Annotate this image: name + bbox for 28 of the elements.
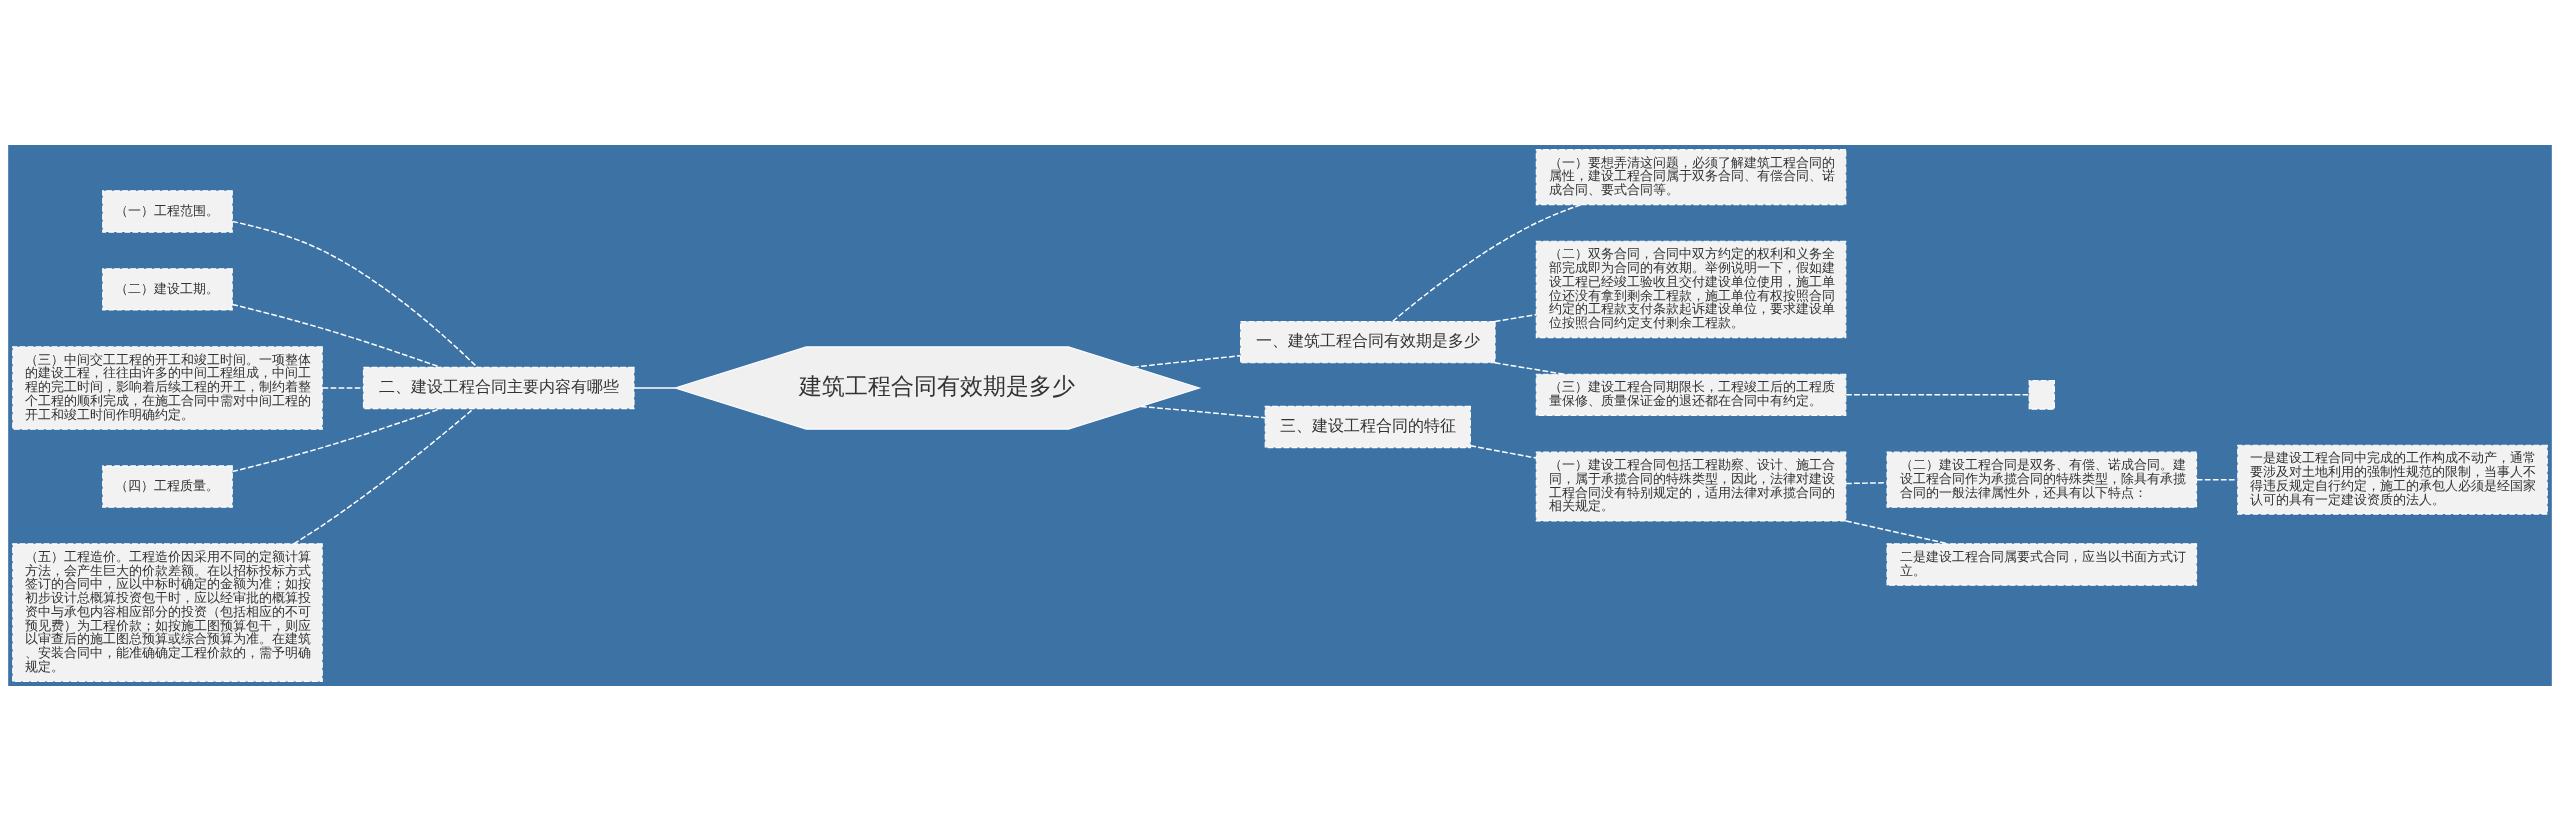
node-box: （一）要想弄清这问题，必须了解建筑工程合同的属性，建设工程合同属于双务合同、有偿合同、诺成合同、要式合同等。	[1535, 148, 1847, 205]
node-box: （二）建设工程合同是双务、有偿、诺成合同。建设工程合同作为承揽合同的特殊类型，除具有承揽合同的一般法律属性外，还具有以下特点：	[1886, 451, 2198, 508]
connector	[1392, 203, 1582, 322]
connector	[231, 220, 478, 368]
node-box: （五）工程造价。工程造价因采用不同的定额计算方法，会产生巨大的价款差额。在以招标投标方式签订的合同中，应以中标时确定的金额为准；如按初步设计总概算投资包干时，应以经审批的概算投资中与承包内容相应部分的投资（包括相应的不可预见费）为工程价款；如按施工图预算包干，则应以审查后的施工图总预算或综合预算为准。在建筑、安装合同中，能准确确定工程价款的，需予明确规定。	[12, 542, 323, 682]
node-box: （二）双务合同，合同中双方约定的权利和义务全部完成即为合同的有效期。举例说明一下，假如建设工程已经竣工验收且交付建设单位使用，施工单位还没有拿到剩余工程款，施工单位有权按照合同约定的工程款支付条款起诉建设单位，要求建设单位按照合同约定支付剩余工程款。	[1535, 240, 1847, 338]
node-box: 二、建设工程合同主要内容有哪些	[362, 366, 635, 409]
connector	[1469, 444, 1537, 459]
connector	[1845, 393, 2030, 396]
connector	[1845, 481, 1888, 484]
node-box	[2028, 379, 2055, 410]
connector	[1132, 354, 1242, 368]
connector	[1494, 361, 1565, 375]
connector	[1140, 405, 1266, 418]
connector	[292, 407, 475, 545]
node-box: （二）建设工期。	[102, 267, 233, 311]
node-box: 一是建设工程合同中完成的工作构成不动产，通常要涉及对土地利用的强制性规范的限制，当事人不得违反规定自行约定，施工的承包人必须是经国家认可的具有一定建设资质的法人。	[2237, 444, 2548, 515]
node-box: 二是建设工程合同属要式合同，应当以书面方式订立。	[1886, 542, 2198, 586]
node-box: （四）工程质量。	[102, 464, 233, 508]
connector	[1494, 313, 1537, 322]
node-box: （一）工程范围。	[102, 189, 233, 233]
node-box: 一、建筑工程合同有效期是多少	[1240, 320, 1496, 363]
connector	[1845, 519, 1949, 545]
node-box: （三）中间交工工程的开工和竣工时间。一项整体的建设工程，往往由许多的中间工程组成，中间工程的完工时间，影响着后续工程的开工，制约着整个工程的顺利完成，在施工合同中需对中间工程的开工和竣工时间作明确约定。	[12, 345, 323, 430]
node-box: （三）建设工程合同期限长，工程竣工后的工程质量保修、质量保证金的退还都在合同中有约定。	[1535, 373, 1847, 416]
node-box: （一）建设工程合同包括工程勘察、设计、施工合同，属于承揽合同的特殊类型，因此，法律对建设工程合同没有特别规定的，适用法律对承揽合同的相关规定。	[1535, 451, 1847, 522]
connector	[633, 386, 676, 389]
node-box: 三、建设工程合同的特征	[1264, 405, 1471, 448]
